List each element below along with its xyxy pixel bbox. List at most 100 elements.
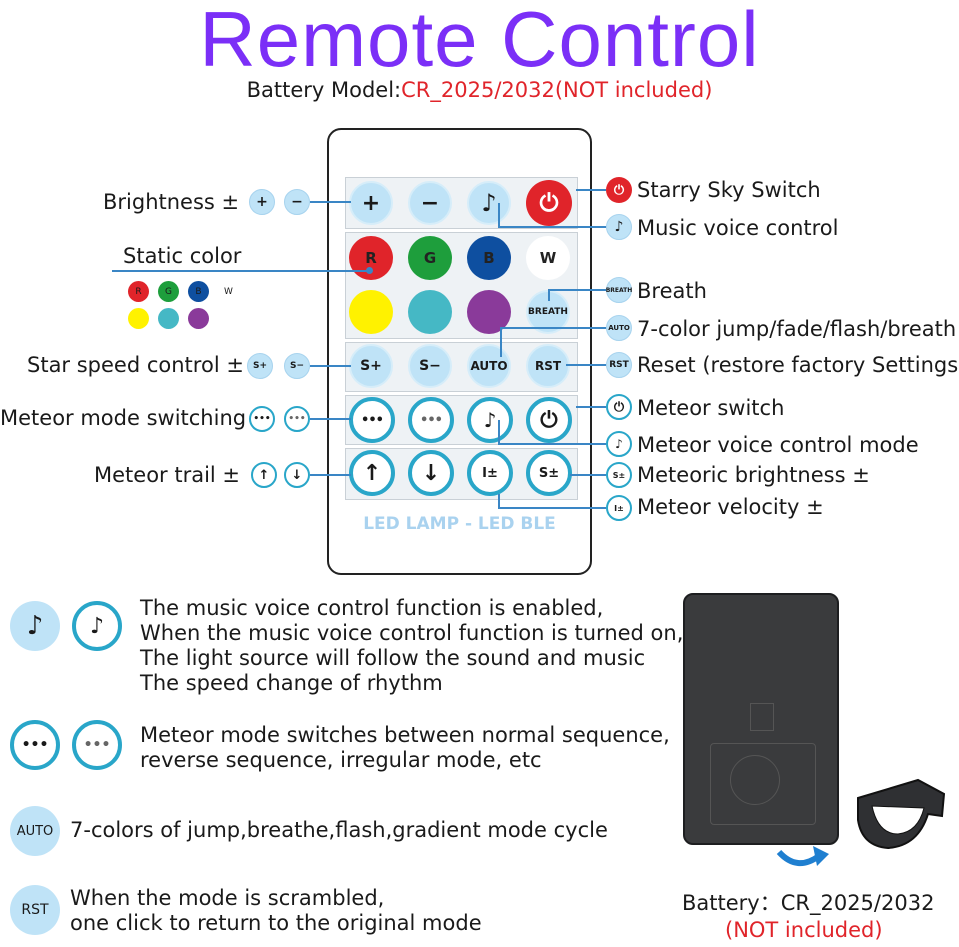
reset-label: Reset (restore factory Settings) (637, 353, 959, 377)
meteor-mode-label: Meteor mode switching (0, 406, 247, 430)
recycle-bin-icon (750, 703, 774, 731)
swatch-yellow (128, 308, 149, 329)
auto-button[interactable]: AUTO (467, 344, 511, 388)
starry-sky-power-mini-icon: ⏻ (606, 177, 632, 203)
meteor-voice-callout-hline (498, 443, 606, 445)
meteoric-brightness-callout-line (570, 474, 606, 476)
starry-sky-power-button[interactable]: ⏻ (526, 180, 572, 226)
static-color-label: Static color (123, 244, 242, 268)
meteor-mode-normal-button[interactable]: ••• (349, 397, 395, 443)
meteor-reverse-desc-icon: ••• (72, 720, 122, 770)
brightness-label: Brightness ± (103, 190, 240, 214)
music-callout-hline (498, 226, 606, 228)
starry-sky-callout-line (576, 189, 606, 191)
battery-model-line: Battery Model:CR_2025/2032(NOT included) (0, 78, 959, 102)
color-blue-button[interactable]: B (467, 236, 511, 280)
meteor-switch-button[interactable]: ⏻ (526, 397, 572, 443)
meteor-voice-button[interactable]: ♪ (467, 397, 513, 443)
meteor-voice-mini-icon: ♪ (606, 431, 632, 457)
meteor-voice-label: Meteor voice control mode (637, 433, 919, 457)
swatch-red: R (128, 281, 149, 302)
meteor-velocity-callout-vline (498, 494, 500, 508)
meteoric-brightness-label: Meteoric brightness ± (637, 463, 870, 487)
star-speed-up-button[interactable]: S+ (349, 344, 393, 388)
battery-model-prefix: Battery Model: (246, 78, 402, 102)
star-speed-label: Star speed control ± (27, 353, 244, 377)
coin-cell-outline (730, 755, 780, 805)
color-cyan-button[interactable] (408, 290, 452, 334)
star-speed-down-mini-icon: S− (284, 353, 310, 379)
battery-compartment (710, 743, 816, 825)
meteor-desc-line-2: reverse sequence, irregular mode, etc (140, 748, 542, 772)
page-title: Remote Control (199, 0, 760, 83)
meteor-mode-reverse-mini-icon: ••• (284, 406, 310, 432)
brightness-down-button[interactable]: − (408, 181, 452, 225)
color-yellow-button[interactable] (349, 290, 393, 334)
meteor-normal-desc-icon: ••• (10, 720, 60, 770)
star-speed-callout-line (310, 365, 351, 367)
reset-button[interactable]: RST (526, 344, 570, 388)
swatch-purple (188, 308, 209, 329)
auto-desc-text: 7-colors of jump,breathe,flash,gradient … (70, 818, 608, 842)
meteor-mode-reverse-button[interactable]: ••• (408, 397, 454, 443)
color-white-button[interactable]: W (526, 236, 570, 280)
meteoric-brightness-button[interactable]: S± (526, 450, 572, 496)
meteor-switch-mini-icon: ⏻ (606, 394, 632, 420)
swatch-green: G (158, 281, 179, 302)
color-green-button[interactable]: G (408, 236, 452, 280)
battery-not-included-note: (NOT included) (725, 918, 883, 942)
meteor-trail-up-button[interactable]: ↑ (349, 450, 395, 496)
auto-callout-hline (500, 327, 606, 329)
meteor-trail-label: Meteor trail ± (94, 463, 241, 487)
auto-desc-icon: AUTO (10, 806, 60, 856)
music-desc-line-1: The music voice control function is enab… (140, 596, 604, 620)
static-color-callout-dot (366, 267, 373, 274)
auto-mini-icon: AUTO (606, 315, 632, 341)
breath-callout-hline (548, 289, 606, 291)
battery-model-value: CR_2025/2032(NOT included) (401, 78, 713, 102)
swatch-blue: B (188, 281, 209, 302)
star-speed-down-button[interactable]: S− (408, 344, 452, 388)
meteor-velocity-label: Meteor velocity ± (637, 495, 824, 519)
meteor-velocity-mini-icon: I± (606, 495, 632, 521)
meteor-trail-callout-line (310, 474, 351, 476)
brightness-down-mini-icon: − (284, 189, 310, 215)
music-voice-label: Music voice control (637, 216, 839, 240)
brightness-callout-line (310, 201, 351, 203)
meteor-mode-normal-mini-icon: ••• (249, 406, 275, 432)
auto-label: 7-color jump/fade/flash/breath (637, 317, 957, 341)
arrow-icon (776, 846, 829, 866)
music-desc-line-3: The light source will follow the sound a… (140, 646, 646, 670)
remote-brand-text: LED LAMP - LED BLE (363, 514, 556, 534)
music-mini-icon: ♪ (606, 214, 632, 240)
music-desc-icon: ♪ (10, 601, 60, 651)
battery-caption: Battery：CR_2025/2032 (682, 891, 935, 915)
trail-down-mini-icon: ↓ (284, 462, 310, 488)
meteor-mode-callout-line (310, 418, 351, 420)
meteor-switch-callout-line (576, 406, 606, 408)
meteor-velocity-button[interactable]: I± (467, 450, 513, 496)
remote-control: + − ♪ ⏻ R G B W BREATH S+ S− AUTO RST ••… (327, 128, 592, 575)
music-desc-line-4: The speed change of rhythm (140, 671, 443, 695)
star-speed-up-mini-icon: S+ (247, 353, 273, 379)
meteor-voice-callout-vline (498, 420, 500, 444)
battery-tray-image (857, 778, 946, 850)
meteor-trail-down-button[interactable]: ↓ (408, 450, 454, 496)
music-callout-vline (498, 203, 500, 228)
meteor-desc-line-1: Meteor mode switches between normal sequ… (140, 723, 670, 747)
trail-up-mini-icon: ↑ (251, 462, 277, 488)
color-purple-button[interactable] (467, 290, 511, 334)
starry-sky-label: Starry Sky Switch (637, 178, 821, 202)
breath-mini-icon: BREATH (606, 277, 632, 303)
brightness-up-button[interactable]: + (349, 181, 393, 225)
breath-callout-vline (548, 289, 550, 301)
breath-label: Breath (637, 279, 707, 303)
music-voice-button[interactable]: ♪ (467, 181, 511, 225)
rst-mini-icon: RST (606, 352, 632, 378)
rst-desc-icon: RST (10, 885, 60, 935)
meteor-switch-label: Meteor switch (637, 396, 785, 420)
remote-back-case-image (683, 593, 839, 845)
swatch-white: W (218, 281, 239, 302)
brightness-up-mini-icon: + (249, 189, 275, 215)
meteoric-brightness-mini-icon: S± (606, 462, 632, 488)
